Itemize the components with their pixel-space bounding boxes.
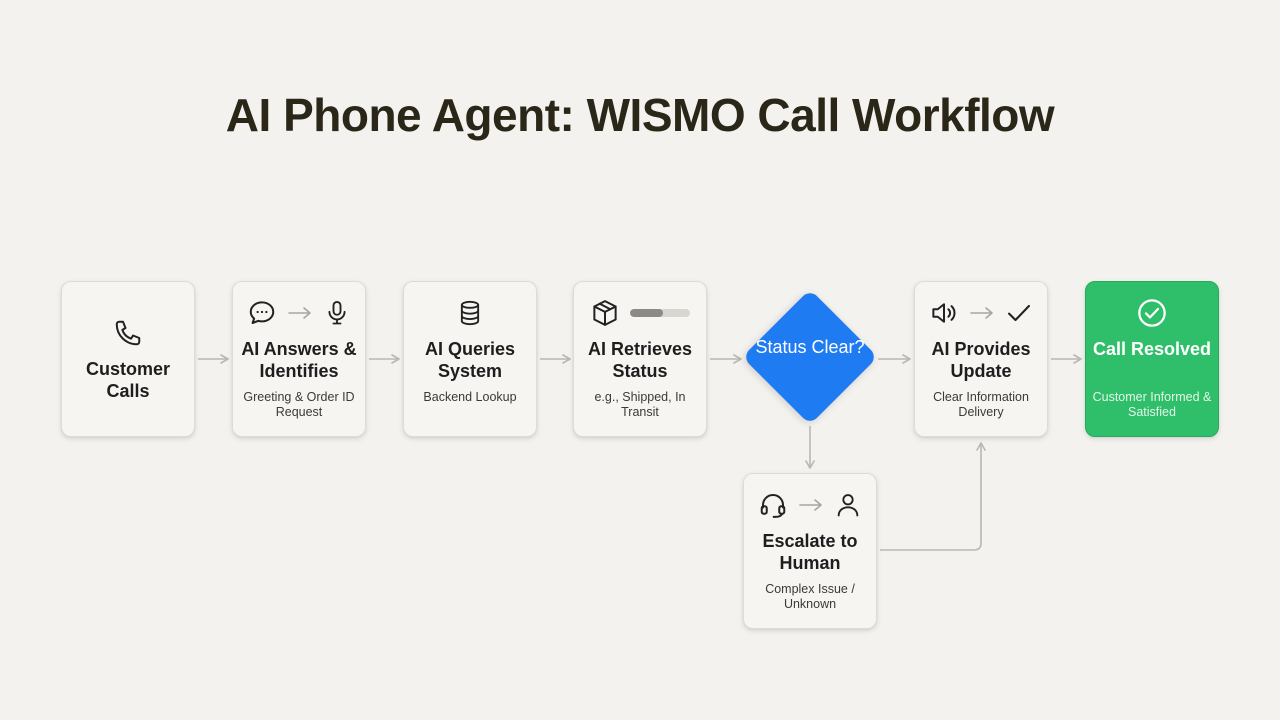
step-label: Escalate to Human bbox=[762, 531, 858, 573]
package-icon bbox=[593, 300, 617, 326]
checkmark-icon bbox=[1008, 304, 1030, 322]
step-ai-answers: AI Answers & Identifies Greeting & Order… bbox=[232, 281, 366, 437]
step-call-resolved: Call Resolved Customer Informed & Satisf… bbox=[1085, 281, 1219, 437]
step-label: Customer Calls bbox=[85, 359, 170, 401]
step-label: AI Queries System bbox=[424, 339, 516, 381]
arrow-right-icon bbox=[970, 307, 993, 319]
step-label: AI Answers & Identifies bbox=[241, 339, 357, 381]
step-escalate: Escalate to Human Complex Issue / Unknow… bbox=[743, 473, 877, 629]
step-ai-retrieves: AI Retrieves Status e.g., Shipped, In Tr… bbox=[573, 281, 707, 437]
step-label: AI Provides Update bbox=[931, 339, 1031, 381]
step-label: AI Retrieves Status bbox=[587, 339, 693, 381]
step-ai-provides: AI Provides Update Clear Information Del… bbox=[914, 281, 1048, 437]
step-sublabel: Complex Issue / Unknown bbox=[765, 582, 855, 611]
headset-icon bbox=[760, 494, 786, 518]
connector-escalate-5 bbox=[880, 442, 986, 551]
step-sublabel: Greeting & Order ID Request bbox=[243, 390, 355, 419]
chat-bubble-icon bbox=[249, 301, 275, 324]
arrow-right-icon bbox=[799, 499, 822, 511]
database-icon bbox=[460, 300, 480, 326]
step-sublabel: Backend Lookup bbox=[423, 390, 517, 404]
speaker-icon bbox=[932, 303, 956, 323]
diagram-title: AI Phone Agent: WISMO Call Workflow bbox=[225, 89, 1055, 141]
check-circle-icon bbox=[1138, 299, 1166, 327]
arrow-right-icon bbox=[288, 307, 311, 319]
person-icon bbox=[837, 494, 859, 517]
progress-bar bbox=[630, 309, 690, 317]
progress-fill bbox=[630, 309, 663, 317]
step-sublabel: e.g., Shipped, In Transit bbox=[594, 390, 686, 419]
microphone-icon bbox=[328, 300, 346, 325]
step-ai-queries: AI Queries System Backend Lookup bbox=[403, 281, 537, 437]
step-sublabel: Customer Informed & Satisfied bbox=[1092, 390, 1212, 419]
phone-icon bbox=[115, 320, 141, 346]
decision-label: Status Clear? bbox=[755, 337, 865, 357]
step-customer-calls: Customer Calls bbox=[61, 281, 195, 437]
step-sublabel: Clear Information Delivery bbox=[933, 390, 1029, 419]
step-label: Call Resolved bbox=[1092, 339, 1212, 359]
